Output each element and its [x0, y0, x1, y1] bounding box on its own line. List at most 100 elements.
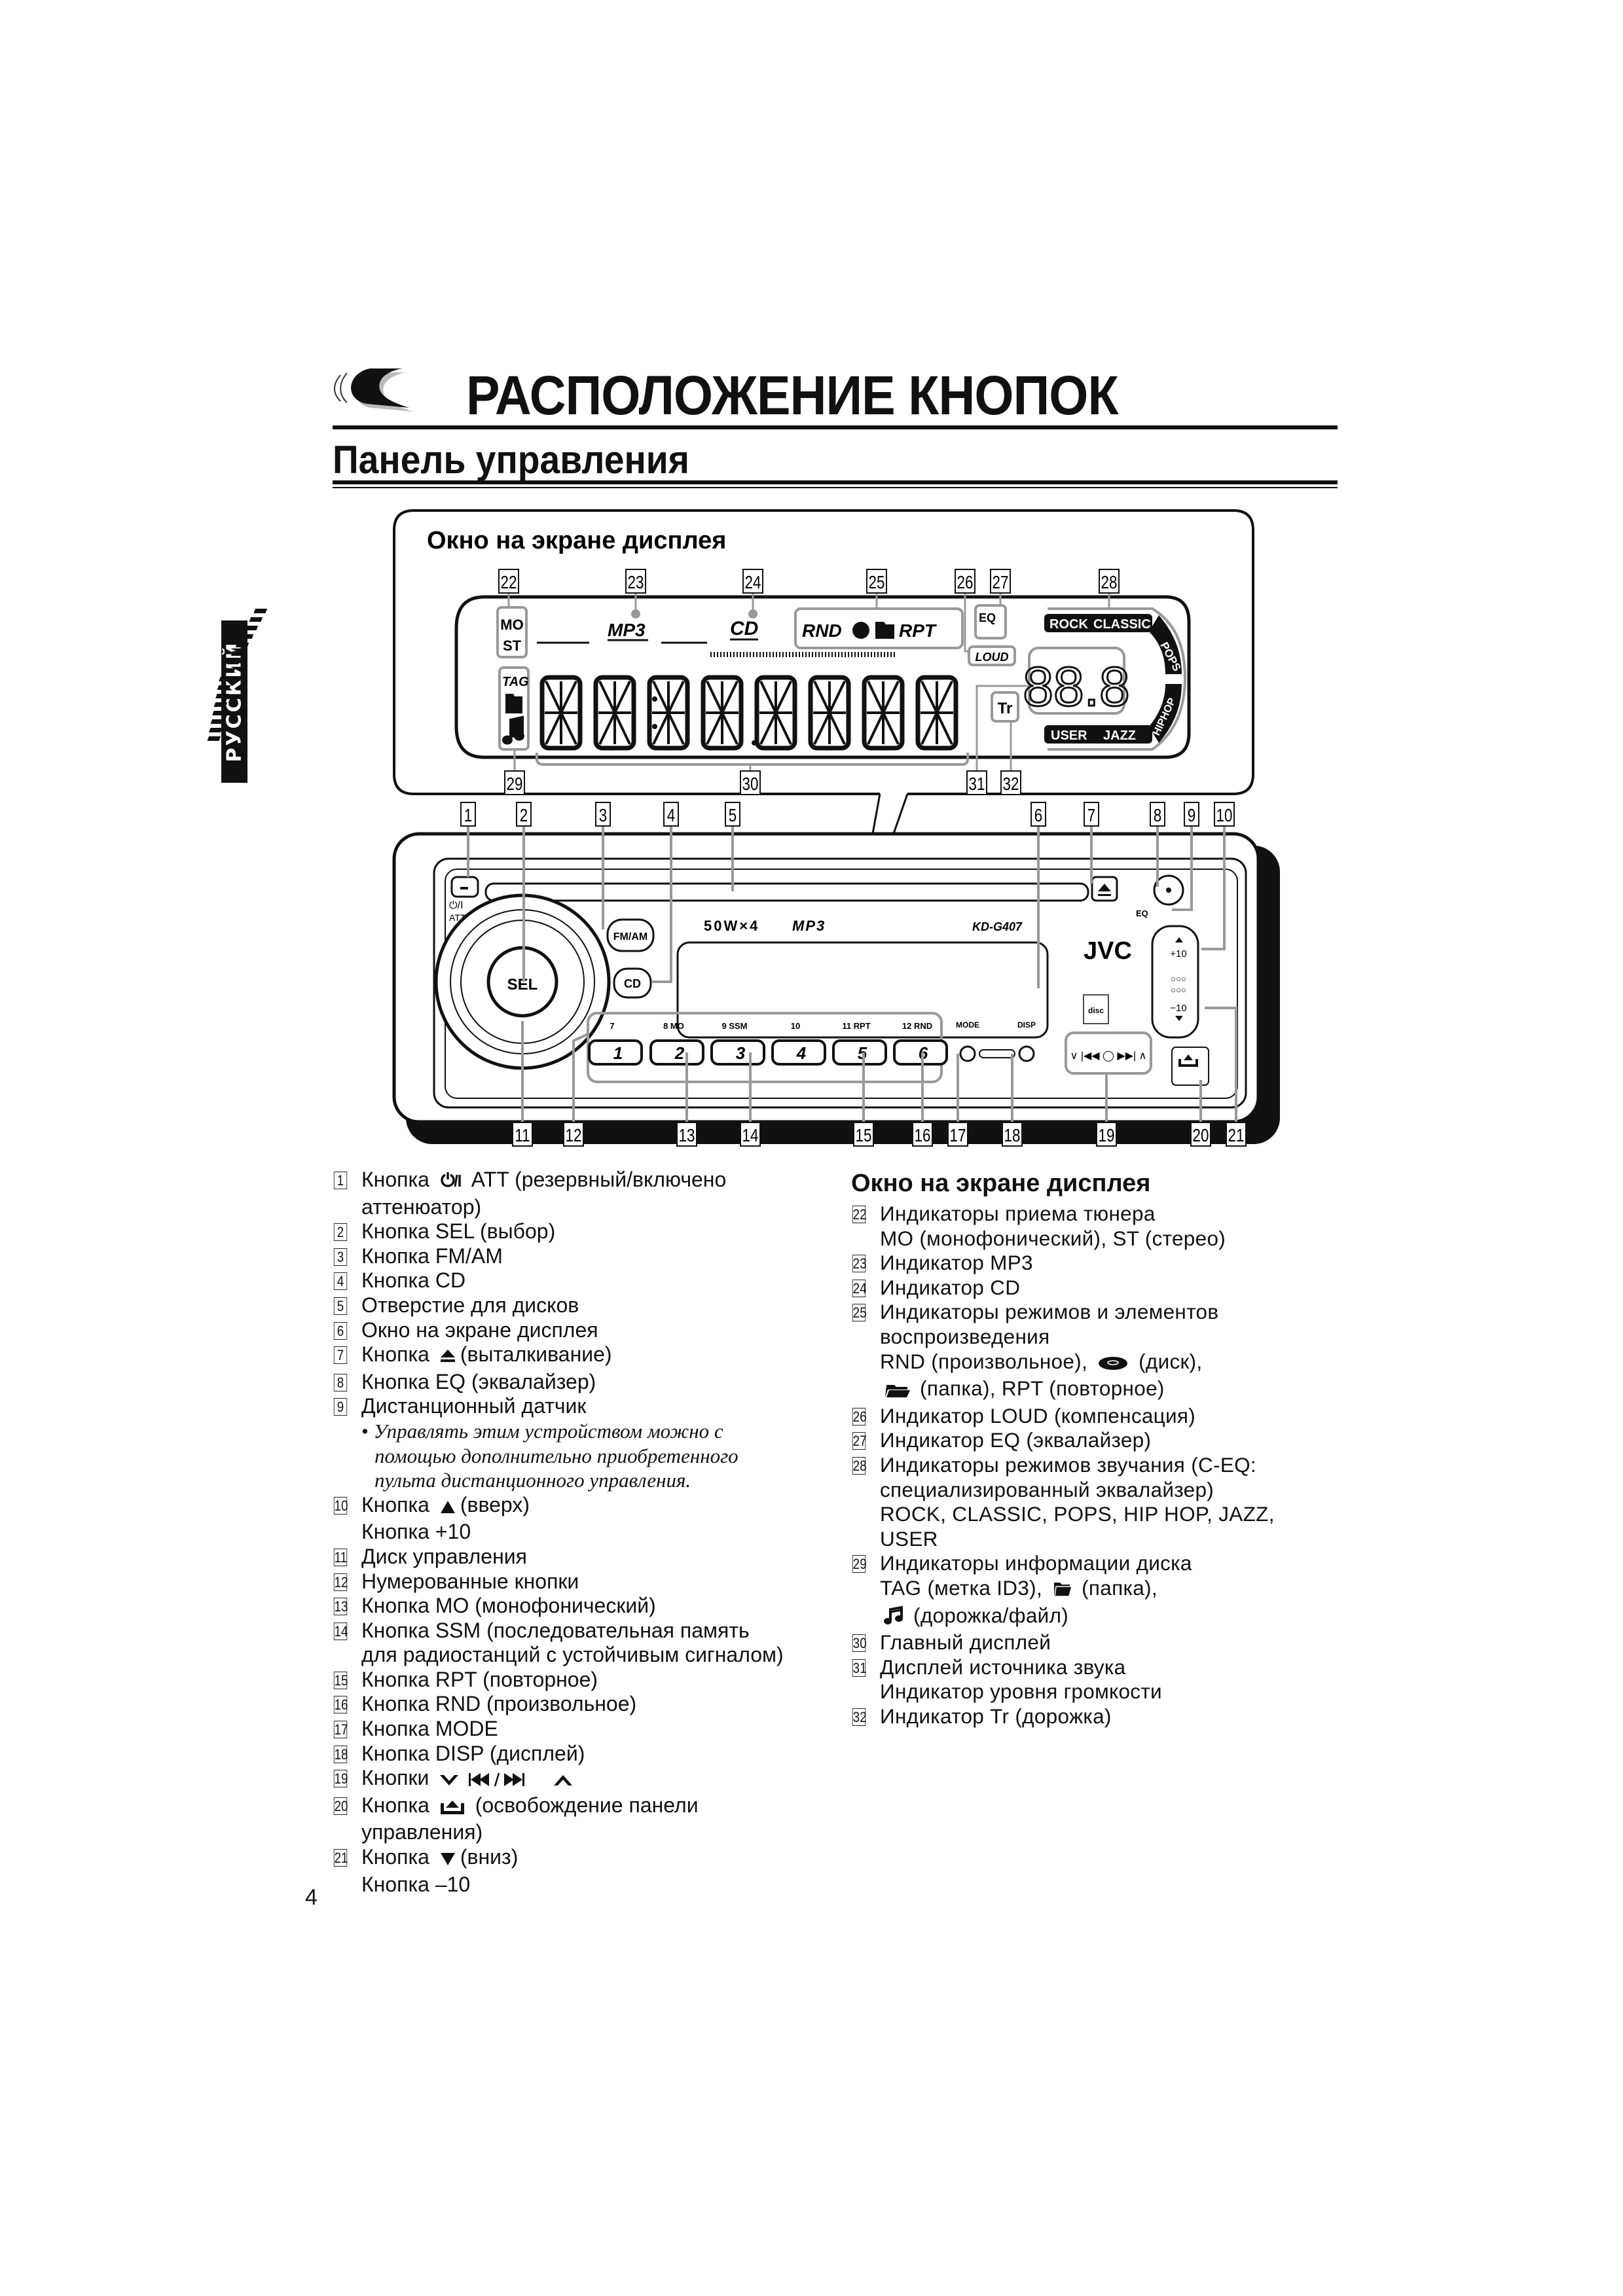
item-text-line: Кнопка –10	[361, 1873, 784, 1897]
fm-am-button[interactable]	[606, 918, 655, 952]
callout-number: 19	[1099, 1126, 1115, 1146]
panel-release-button[interactable]	[1171, 1047, 1209, 1086]
item-text: Индикаторы информации диска	[880, 1551, 1192, 1575]
callout-number-box	[1226, 1122, 1247, 1147]
item-number-badge: 11	[333, 1548, 348, 1566]
segment-digit: 8	[701, 675, 744, 751]
item-text-line: Кнопка ATT (резервный/включено	[361, 1168, 784, 1195]
cd-button[interactable]	[613, 967, 652, 999]
list-item: 8 Кнопка EQ (эквалайзер)	[333, 1370, 784, 1395]
item-text-line: (папка), RPT (повторное)	[880, 1376, 1275, 1404]
list-item: 11 Диск управления	[333, 1545, 784, 1570]
mode-button[interactable]	[959, 1045, 976, 1062]
classic-indicator: CLASSIC	[1093, 617, 1151, 632]
segment-digit: 8	[754, 675, 797, 751]
disp-label: DISP	[1017, 1020, 1036, 1030]
item-text: воспроизведения	[880, 1324, 1050, 1348]
fm-am-label: FM/AM	[613, 931, 647, 942]
item-text: (вверх)	[460, 1492, 530, 1516]
level-bar	[219, 677, 232, 681]
mo-indicator: MO	[500, 617, 523, 633]
preset-button-5[interactable]	[832, 1039, 887, 1066]
callout-number: 14	[742, 1126, 759, 1146]
callout-number-box	[1030, 802, 1046, 827]
item-text-line: Индикатор CD	[880, 1276, 1275, 1300]
folder-icon	[1052, 1579, 1073, 1604]
callout-number-box	[1000, 770, 1021, 795]
callout-number-box	[1002, 1122, 1023, 1147]
item-text: специализированный эквалайзер)	[880, 1477, 1214, 1501]
item-text-line: ROCK, CLASSIC, POPS, HIP HOP, JAZZ,	[880, 1502, 1275, 1527]
preset-button-4[interactable]	[771, 1039, 826, 1066]
item-text: (диск),	[1133, 1349, 1203, 1373]
callout-number-box	[1150, 802, 1165, 827]
cd-indicator: CD	[730, 618, 758, 639]
item-number-badge: 8	[333, 1373, 348, 1391]
power-rating-label: 50W×4	[704, 918, 759, 934]
title-rule	[333, 425, 1338, 429]
level-bar	[226, 660, 240, 664]
callout-number-box	[853, 1122, 874, 1147]
faceplate-leader-lines	[467, 826, 1237, 1122]
item-text: RND (произвольное),	[880, 1349, 1094, 1373]
lcd-display: MO ST MP3 CD RND RPT EQ LOUD ROCK CLASSI…	[207, 595, 1191, 766]
item-text-line: Кнопка RND (произвольное)	[361, 1692, 784, 1717]
item-text-line: Индикатор EQ (эквалайзер)	[880, 1428, 1275, 1453]
source-display-digits: 88.8	[1023, 656, 1130, 717]
rnd-indicator: RND	[802, 620, 842, 641]
minus10-label[interactable]: −10	[1170, 1003, 1186, 1014]
callout-number-box	[512, 1122, 533, 1147]
disp-button[interactable]	[1018, 1045, 1035, 1062]
callout-number: 22	[501, 573, 517, 593]
segment-digit: 8	[808, 675, 851, 751]
level-bar	[215, 694, 229, 698]
item-text: Кнопки	[361, 1766, 435, 1790]
item-text: Кнопка	[361, 1793, 435, 1817]
item-text-line: Кнопка MODE	[361, 1717, 784, 1742]
section-rule-thin	[333, 487, 1338, 488]
item-number-badge: 6	[333, 1321, 348, 1340]
item-number-badge: 3	[333, 1247, 348, 1266]
item-number-badge: 30	[852, 1634, 867, 1653]
item-number-badge: 5	[333, 1297, 348, 1315]
preset-button-1[interactable]	[588, 1039, 643, 1066]
callout-number: 20	[1193, 1126, 1209, 1146]
item-text-line: Кнопка SEL (выбор)	[361, 1219, 784, 1244]
compact-disc-logo	[1083, 994, 1109, 1024]
plus10-label[interactable]: +10	[1170, 948, 1186, 960]
item-text-line: Диск управления	[361, 1545, 784, 1570]
item-text-line: Индикаторы режимов звучания (C-EQ:	[880, 1453, 1275, 1478]
track-buttons[interactable]	[1065, 1031, 1152, 1075]
preset-alt-label: 9 SSM	[721, 1021, 747, 1031]
preset-alt-label: 7	[610, 1021, 614, 1031]
item-text: (папка), RPT (повторное)	[914, 1376, 1165, 1401]
callout-number-box	[912, 1122, 933, 1147]
callout-number-box	[1099, 569, 1120, 594]
callout-number: 8	[1154, 806, 1161, 826]
disc-slot	[484, 882, 1089, 902]
item-text: Индикатор MP3	[880, 1251, 1033, 1275]
segment-digit: 8	[647, 675, 690, 751]
level-bar	[207, 736, 221, 741]
item-text: ATT (резервный/включено	[465, 1168, 727, 1191]
item-text: TAG (метка ID3),	[880, 1575, 1049, 1600]
preset-button-2[interactable]	[649, 1039, 704, 1066]
preset-button-6[interactable]	[893, 1039, 948, 1066]
item-text-line: Кнопка EQ (эквалайзер)	[361, 1370, 784, 1395]
item-text: Кнопка FM/AM	[361, 1244, 503, 1268]
disc-indicator-icon	[852, 622, 869, 639]
level-meter-icon	[207, 609, 268, 741]
segment-digit: 8	[862, 675, 905, 751]
item-number-badge: 25	[852, 1304, 867, 1322]
callout-number: 29	[507, 774, 523, 795]
